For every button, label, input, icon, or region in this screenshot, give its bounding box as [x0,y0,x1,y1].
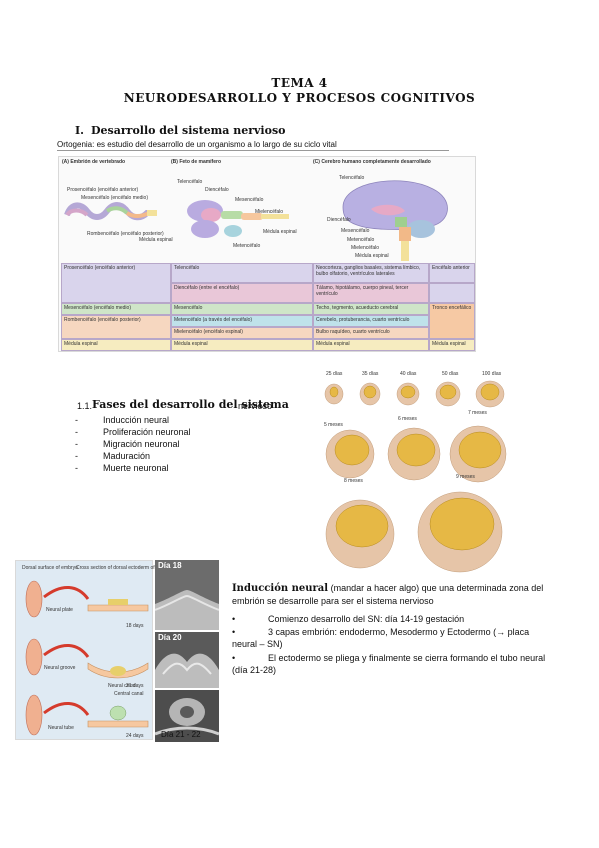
table-cell-medula-3: Médula espinal [313,339,429,351]
micrograph-column: Día 18 Día 20 Día 21 - 22 [154,560,220,742]
header-cross-section: Cross section of dorsal ectoderm of embr… [76,565,173,571]
table-cell-diencefalo: Diencéfalo (entre el encéfalo) [171,283,313,303]
label-24-days: 24 days [126,733,144,739]
table-cell-mesencefalo-structures: Techo, tegmento, acueducto cerebral [313,303,429,315]
panel-a-title: (A) Embrión de vertebrado [62,159,126,165]
label-b-mielencefalo: Mielencéfalo [255,209,284,215]
micrograph-day-18: Día 18 [154,560,220,630]
document-subtitle: NEURODESARROLLO Y PROCESOS COGNITIVOS [123,91,476,105]
table-cell-mesencefalo: Mesencéfalo (encéfalo medio) [61,303,171,315]
subsection-heading-tail: nervioso [238,401,273,411]
induction-paragraph: Inducción neural (mandar a hacer algo) q… [232,582,552,607]
list-item: -Proliferación neuronal [75,427,191,437]
ontogeny-definition: Ortogenia: es estudio del desarrollo de … [57,140,449,151]
label-21-days: 21 days [126,683,144,689]
header-dorsal: Dorsal surface of embryo [22,565,78,571]
label-7-months: 7 meses [468,410,487,416]
section-heading: Desarrollo del sistema nervioso [91,124,286,137]
label-c-mielencefalo: Mielencéfalo [351,245,380,251]
panel-c-title: (C) Cerebro humano completamente desarro… [313,159,431,165]
label-35-days: 35 días [362,371,379,377]
table-cell-medula-2: Médula espinal [171,339,313,351]
panel-b-title: (B) Feto de mamífero [171,159,222,165]
label-6-months: 6 meses [398,416,417,422]
label-b-mesencefalo: Mesencéfalo [235,197,264,203]
label-dia-18: Día 18 [158,561,182,570]
list-item: -Migración neuronal [75,439,180,449]
table-cell-mielencefalo: Mielencéfalo (encéfalo espinal) [171,327,313,339]
list-item: -Inducción neural [75,415,170,425]
neural-tube-figure: Dorsal surface of embryo Cross section o… [15,560,173,740]
table-cell-telencefalo-structures: Neocorteza, ganglios basales, sistema lí… [313,263,429,283]
table-cell-medula-1: Médula espinal [61,339,171,351]
brain-development-figure: (A) Embrión de vertebrado (B) Feto de ma… [58,156,476,352]
label-25-days: 25 días [326,371,343,377]
label-18-days: 18 days [126,623,144,629]
table-cell-metencefalo: Metencéfalo (a través del encéfalo) [171,315,313,327]
label-neural-groove: Neural groove [44,665,76,671]
label-8-months: 8 meses [344,478,363,484]
label-neural-crest: Neural crest [108,683,135,689]
brain-growth-figure: 25 días 35 días 40 días 50 días 100 días… [316,364,516,574]
label-9-months: 9 meses [456,474,475,480]
label-prosencefalo: Prosencéfalo (encéfalo anterior) [67,187,139,193]
label-c-diencefalo: Diencéfalo [327,217,351,223]
label-c-medula: Médula espinal [355,253,389,259]
label-medula: Médula espinal [139,237,173,243]
subsection-number: 1.1. [77,401,93,411]
phases-list: -Inducción neural -Proliferación neurona… [75,414,191,474]
mammal-fetus-brain-illustration [187,200,289,238]
label-mesencefalo: Mesencéfalo (encéfalo medio) [81,195,148,201]
table-cell-rombencefalo: Rombencéfalo (encéfalo posterior) [61,315,171,339]
label-neural-plate: Neural plate [46,607,73,613]
table-cell-medula-4: Médula espinal [429,339,475,351]
table-cell-mielencefalo-structures: Bulbo raquídeo, cuarto ventrículo [313,327,429,339]
table-cell-tronco-encefalico: Tronco encefálico [429,303,475,339]
label-rombencefalo: Rombencéfalo (encéfalo posterior) [87,231,164,237]
label-b-metencefalo: Metencéfalo [233,243,261,249]
label-100-days: 100 días [482,371,502,377]
induction-bullet: •Comienzo desarrollo del SN: día 14-19 g… [232,614,465,624]
micrograph-day-20: Día 20 [155,632,219,688]
induction-intro: (mandar a hacer algo) que una determinad… [232,583,544,606]
list-item: -Maduración [75,451,151,461]
table-cell-encefalo-anterior: Encéfalo anterior [429,263,475,283]
table-cell-prosencefalo: Prosencéfalo (encéfalo anterior) [61,263,171,303]
label-c-telencefalo: Telencéfalo [339,175,365,181]
table-cell-diencefalo-structures: Tálamo, hipotálamo, cuerpo pineal, terce… [313,283,429,303]
label-c-metencefalo: Metencéfalo [347,237,375,243]
document-title: TEMA 4 [271,76,328,90]
table-cell-mesencefalo-2: Mesencéfalo [171,303,313,315]
induction-bullet: •El ectodermo se pliega y finalmente se … [232,653,546,675]
section-number: I. [75,124,84,137]
label-40-days: 40 días [400,371,417,377]
table-cell-empty-1 [429,283,475,303]
label-c-mesencefalo: Mesencéfalo [341,228,370,234]
label-neural-tube: Neural tube [48,725,74,731]
vertebrate-embryo-illustration [64,202,157,221]
subsection-heading: Fases del desarrollo del sistema [92,398,289,411]
label-b-diencefalo: Diencéfalo [205,187,229,193]
label-5-months: 5 meses [324,422,343,428]
table-cell-telencefalo: Telencéfalo [171,263,313,283]
label-b-telencefalo: Telencéfalo [177,179,203,185]
induction-bullet: •3 capas embrión: endodermo, Mesodermo y… [232,627,530,649]
micrograph-day-21-22: Día 21 - 22 [154,690,220,742]
bullet-symbol: • [232,627,236,637]
label-b-medula: Médula espinal [263,229,297,235]
label-dia-21-22: Día 21 - 22 [161,730,201,739]
label-dia-20: Día 20 [158,633,182,642]
label-50-days: 50 días [442,371,459,377]
label-central-canal: Central canal [114,691,144,697]
adult-brain-illustration [342,180,448,261]
table-cell-metencefalo-structures: Cerebelo, protuberancia, cuarto ventrícu… [313,315,429,327]
induction-heading: Inducción neural [232,583,329,594]
list-item: -Muerte neuronal [75,463,169,473]
bullet-symbol: • [232,653,236,663]
bullet-symbol: • [232,614,236,624]
